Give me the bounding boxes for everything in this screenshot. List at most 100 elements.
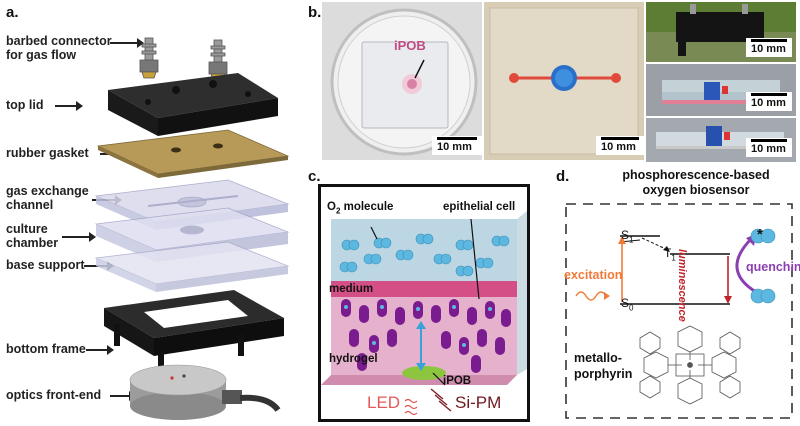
scale-bar-1-text: 10 mm bbox=[437, 141, 472, 153]
panel-d-letter: d. bbox=[556, 168, 570, 185]
o2-text: O bbox=[327, 201, 336, 213]
scale-bar-5: 10 mm bbox=[746, 138, 792, 157]
scale-bar-4: 10 mm bbox=[746, 92, 792, 111]
t1-label: T1 bbox=[664, 246, 676, 262]
medium-band bbox=[331, 281, 517, 297]
photo-side-stack: 10 mm bbox=[646, 64, 796, 116]
medium-layer bbox=[331, 219, 517, 281]
scale-bar-3-line bbox=[751, 39, 787, 42]
sipm-label: Si-PM bbox=[455, 393, 502, 412]
scale-bar-2: 10 mm bbox=[596, 136, 644, 155]
label-bottom-frame: bottom frame bbox=[6, 342, 86, 356]
barbed-connector-right bbox=[208, 39, 228, 81]
quenching-arrow bbox=[735, 236, 757, 294]
s1-subscript: 1 bbox=[629, 235, 634, 245]
sipm-rays bbox=[430, 388, 452, 412]
ipob-label: iPOB bbox=[394, 38, 426, 53]
panel-b-letter: b. bbox=[308, 4, 322, 21]
s1-label: S1 bbox=[621, 228, 633, 244]
photo-side-black-device: 10 mm bbox=[646, 2, 796, 62]
chip-channel-drawing bbox=[484, 2, 644, 160]
panel-d-title-line2: oxygen biosensor bbox=[642, 183, 750, 197]
label-top-lid: top lid bbox=[6, 98, 44, 112]
base-support bbox=[94, 241, 290, 292]
medium-label: medium bbox=[329, 283, 374, 295]
arrow-top-lid bbox=[55, 101, 83, 111]
label-culture-line2: chamber bbox=[6, 236, 59, 250]
label-optics: optics front-end bbox=[6, 388, 102, 402]
label-gas-line1: gas exchange bbox=[6, 184, 89, 198]
metallo-porphyrin-label: metallo- porphyrin bbox=[574, 350, 632, 382]
ipob-disc bbox=[402, 366, 446, 380]
label-culture-line1: culture bbox=[6, 222, 48, 236]
label-rubber-gasket: rubber gasket bbox=[6, 146, 89, 160]
panel-a-letter: a. bbox=[6, 4, 19, 21]
optics-front-end bbox=[129, 364, 281, 420]
scale-bar-5-text: 10 mm bbox=[751, 143, 786, 155]
top-lid bbox=[108, 73, 278, 136]
hydrogel-label: hydrogel bbox=[329, 353, 378, 365]
scale-bar-1-line bbox=[437, 137, 477, 140]
petri-dish-drawing bbox=[322, 2, 482, 160]
led-label: LED bbox=[367, 393, 401, 412]
panel-c-diagram bbox=[321, 211, 527, 416]
barbed-connector-left bbox=[139, 37, 159, 79]
label-culture-chamber: culture chamber bbox=[6, 222, 58, 250]
excitation-label: excitation bbox=[564, 268, 623, 282]
led-rays bbox=[404, 398, 418, 416]
side-stack-drawing bbox=[646, 64, 796, 116]
panel-c-letter: c. bbox=[308, 168, 321, 185]
epithelial-cell-label: epithelial cell bbox=[443, 201, 516, 213]
bottom-frame bbox=[104, 290, 284, 366]
s0-label: S0 bbox=[621, 296, 633, 312]
o2-molecule-label: O2 molecule bbox=[327, 201, 393, 215]
ipob-c-label: iPOB bbox=[443, 375, 472, 387]
photo-chip-channel: 10 mm bbox=[484, 2, 644, 160]
o2-subscript: 2 bbox=[335, 206, 341, 216]
metallo-line1: metallo- bbox=[574, 351, 622, 365]
scale-bar-4-text: 10 mm bbox=[751, 97, 786, 109]
panel-c-frame: O2 molecule epithelial cell medium hydro… bbox=[318, 184, 530, 422]
label-base-support: base support bbox=[6, 258, 85, 272]
o2-molecules bbox=[339, 233, 510, 277]
s0-subscript: 0 bbox=[629, 303, 634, 313]
excitation-wave bbox=[575, 291, 607, 301]
rubber-gasket bbox=[96, 129, 290, 178]
label-barbed-connector: barbed connector for gas flow bbox=[6, 34, 112, 62]
epithelial-cells bbox=[341, 299, 511, 373]
porphyrin-structure bbox=[639, 325, 741, 405]
label-barbed-line1: barbed connector bbox=[6, 34, 112, 48]
t1-subscript: 1 bbox=[671, 253, 676, 263]
scale-bar-2-text: 10 mm bbox=[601, 141, 636, 153]
scale-bar-3: 10 mm bbox=[746, 38, 792, 57]
panel-d-dashed-frame bbox=[565, 203, 793, 419]
o2-excited-2 bbox=[760, 228, 776, 244]
luminescence-label: luminescence bbox=[676, 249, 688, 322]
scale-bar-2-line bbox=[601, 137, 639, 140]
scale-bar-4-line bbox=[751, 93, 787, 96]
label-barbed-line2: for gas flow bbox=[6, 48, 77, 62]
scale-bar-1: 10 mm bbox=[432, 136, 482, 155]
metallo-line2: porphyrin bbox=[574, 367, 633, 381]
label-gas-line2: channel bbox=[6, 198, 54, 212]
label-gas-exchange: gas exchange channel bbox=[6, 184, 89, 212]
intracellular-o2 bbox=[344, 305, 492, 347]
t1-text: T bbox=[664, 246, 672, 260]
s1-text: S bbox=[621, 228, 630, 242]
photo-petri-dish: iPOB 10 mm bbox=[322, 2, 482, 160]
panel-d-diagram bbox=[565, 203, 793, 419]
photo-side-chamber: 10 mm bbox=[646, 118, 796, 162]
scale-bar-5-line bbox=[751, 139, 787, 142]
scale-bar-3-text: 10 mm bbox=[751, 43, 786, 55]
arrow-barbed bbox=[110, 38, 144, 48]
panel-d-title-line1: phosphorescence-based bbox=[622, 168, 770, 182]
quenching-label: quenching bbox=[746, 260, 800, 274]
s0-text: S bbox=[621, 296, 630, 310]
panel-d-title: phosphorescence-based oxygen biosensor bbox=[596, 168, 796, 198]
arrow-bottom bbox=[86, 345, 114, 355]
exploded-device-illustration bbox=[94, 37, 290, 420]
arrow-culture bbox=[62, 232, 96, 242]
o2-ground-2 bbox=[760, 288, 776, 304]
excited-state-star: * bbox=[757, 226, 763, 243]
o2-rest-text: molecule bbox=[340, 201, 394, 213]
